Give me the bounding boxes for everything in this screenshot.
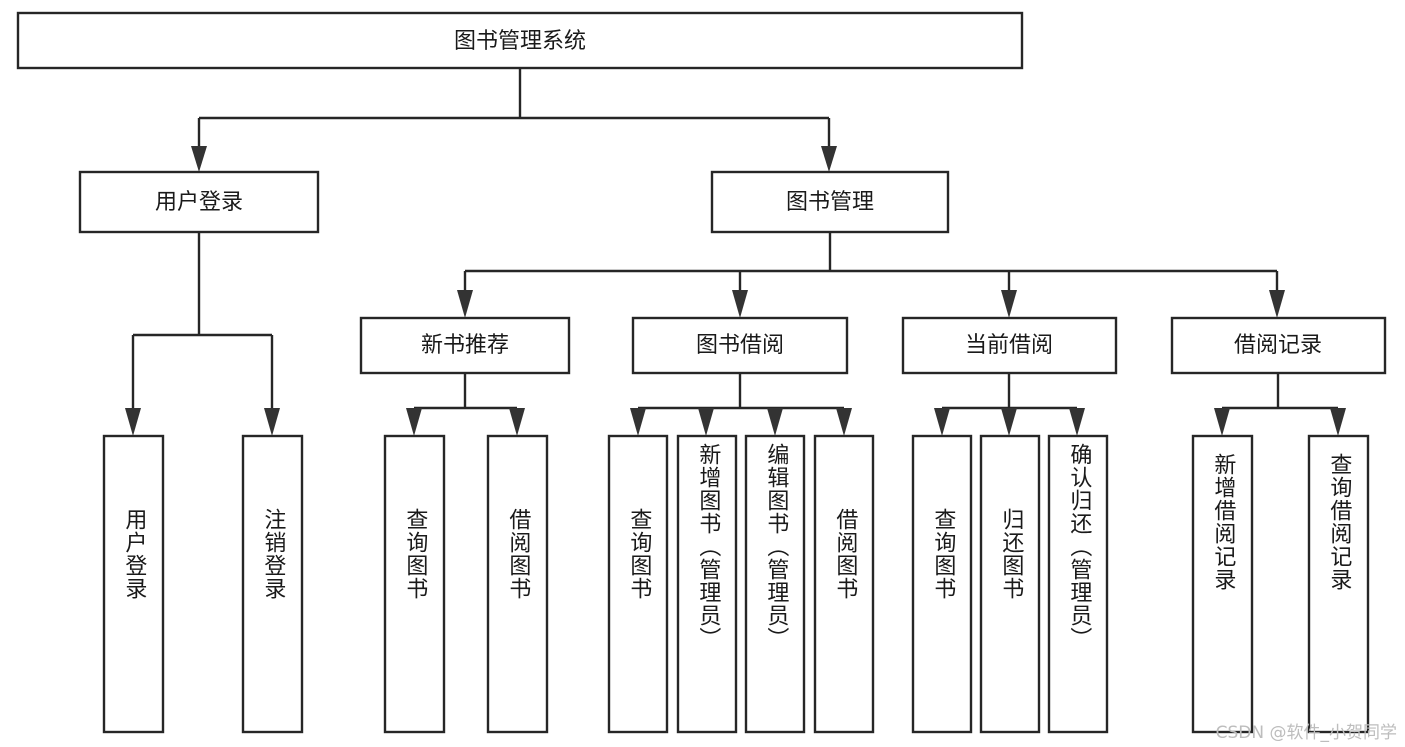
- arrowhead-leaf-query-book-1: [406, 408, 422, 436]
- arrowhead-current-borrow: [1001, 290, 1017, 318]
- node-book-borrow-label: 图书借阅: [696, 333, 784, 358]
- node-book-manage[interactable]: 图书管理: [710, 170, 950, 234]
- leaf-box-user-logout[interactable]: [241, 434, 304, 734]
- arrowhead-new-book: [457, 290, 473, 318]
- arrowhead-leaf-edit-book: [767, 408, 783, 436]
- node-book-manage-label: 图书管理: [786, 190, 874, 215]
- leaf-box-query-book-1[interactable]: [383, 434, 446, 734]
- node-current-borrow-box[interactable]: [901, 316, 1118, 375]
- arrowhead-leaf-borrow-book-2: [836, 408, 852, 436]
- leaf-box-edit-book[interactable]: [744, 434, 806, 734]
- node-current-borrow-label: 当前借阅: [965, 333, 1053, 358]
- node-current-borrow[interactable]: 当前借阅: [901, 316, 1118, 375]
- arrowhead-book-manage: [821, 146, 837, 172]
- node-book-borrow[interactable]: 图书借阅: [631, 316, 849, 375]
- leaf-box-borrow-book-2[interactable]: [813, 434, 875, 734]
- node-root-box[interactable]: [16, 11, 1024, 70]
- leaf-box-query-book-2[interactable]: [607, 434, 669, 734]
- arrowhead-leaf-add-record: [1214, 408, 1230, 436]
- arrowhead-leaf-confirm-return: [1069, 408, 1085, 436]
- node-new-book-recommend-label: 新书推荐: [421, 333, 509, 358]
- node-root-label: 图书管理系统: [454, 29, 586, 54]
- node-new-book-recommend-box[interactable]: [359, 316, 571, 375]
- arrowhead-leaf-query-record: [1330, 408, 1346, 436]
- node-book-manage-box[interactable]: [710, 170, 950, 234]
- arrowhead-book-borrow: [732, 290, 748, 318]
- leaf-box-add-book[interactable]: [676, 434, 738, 734]
- node-book-borrow-box[interactable]: [631, 316, 849, 375]
- leaf-box-user-login[interactable]: [102, 434, 165, 734]
- node-user-login[interactable]: 用户登录: [78, 170, 320, 234]
- node-root[interactable]: 图书管理系统: [16, 11, 1024, 70]
- node-borrow-record-box[interactable]: [1170, 316, 1387, 375]
- leaf-box-query-record[interactable]: [1307, 434, 1370, 734]
- arrowhead-user-login: [191, 146, 207, 172]
- arrowhead-leaf-query-book-2: [630, 408, 646, 436]
- csdn-watermark: CSDN @软件_小贺同学: [1215, 723, 1397, 743]
- arrowhead-leaf-borrow-book-1: [509, 408, 525, 436]
- node-new-book-recommend[interactable]: 新书推荐: [359, 316, 571, 375]
- node-borrow-record[interactable]: 借阅记录: [1170, 316, 1387, 375]
- leaf-box-return-book[interactable]: [979, 434, 1041, 734]
- leaf-box-add-record[interactable]: [1191, 434, 1254, 734]
- node-user-login-label: 用户登录: [155, 190, 243, 215]
- arrowhead-leaf-return-book: [1001, 408, 1017, 436]
- arrowhead-leaf-query-book-3: [934, 408, 950, 436]
- arrowhead-leaf-user-logout: [264, 408, 280, 436]
- leaf-box-confirm-return[interactable]: [1047, 434, 1109, 734]
- node-borrow-record-label: 借阅记录: [1234, 333, 1322, 358]
- leaf-box-borrow-book-1[interactable]: [486, 434, 549, 734]
- arrowhead-leaf-user-login: [125, 408, 141, 436]
- leaf-box-query-book-3[interactable]: [911, 434, 973, 734]
- arrowhead-leaf-add-book: [698, 408, 714, 436]
- arrowhead-borrow-record: [1269, 290, 1285, 318]
